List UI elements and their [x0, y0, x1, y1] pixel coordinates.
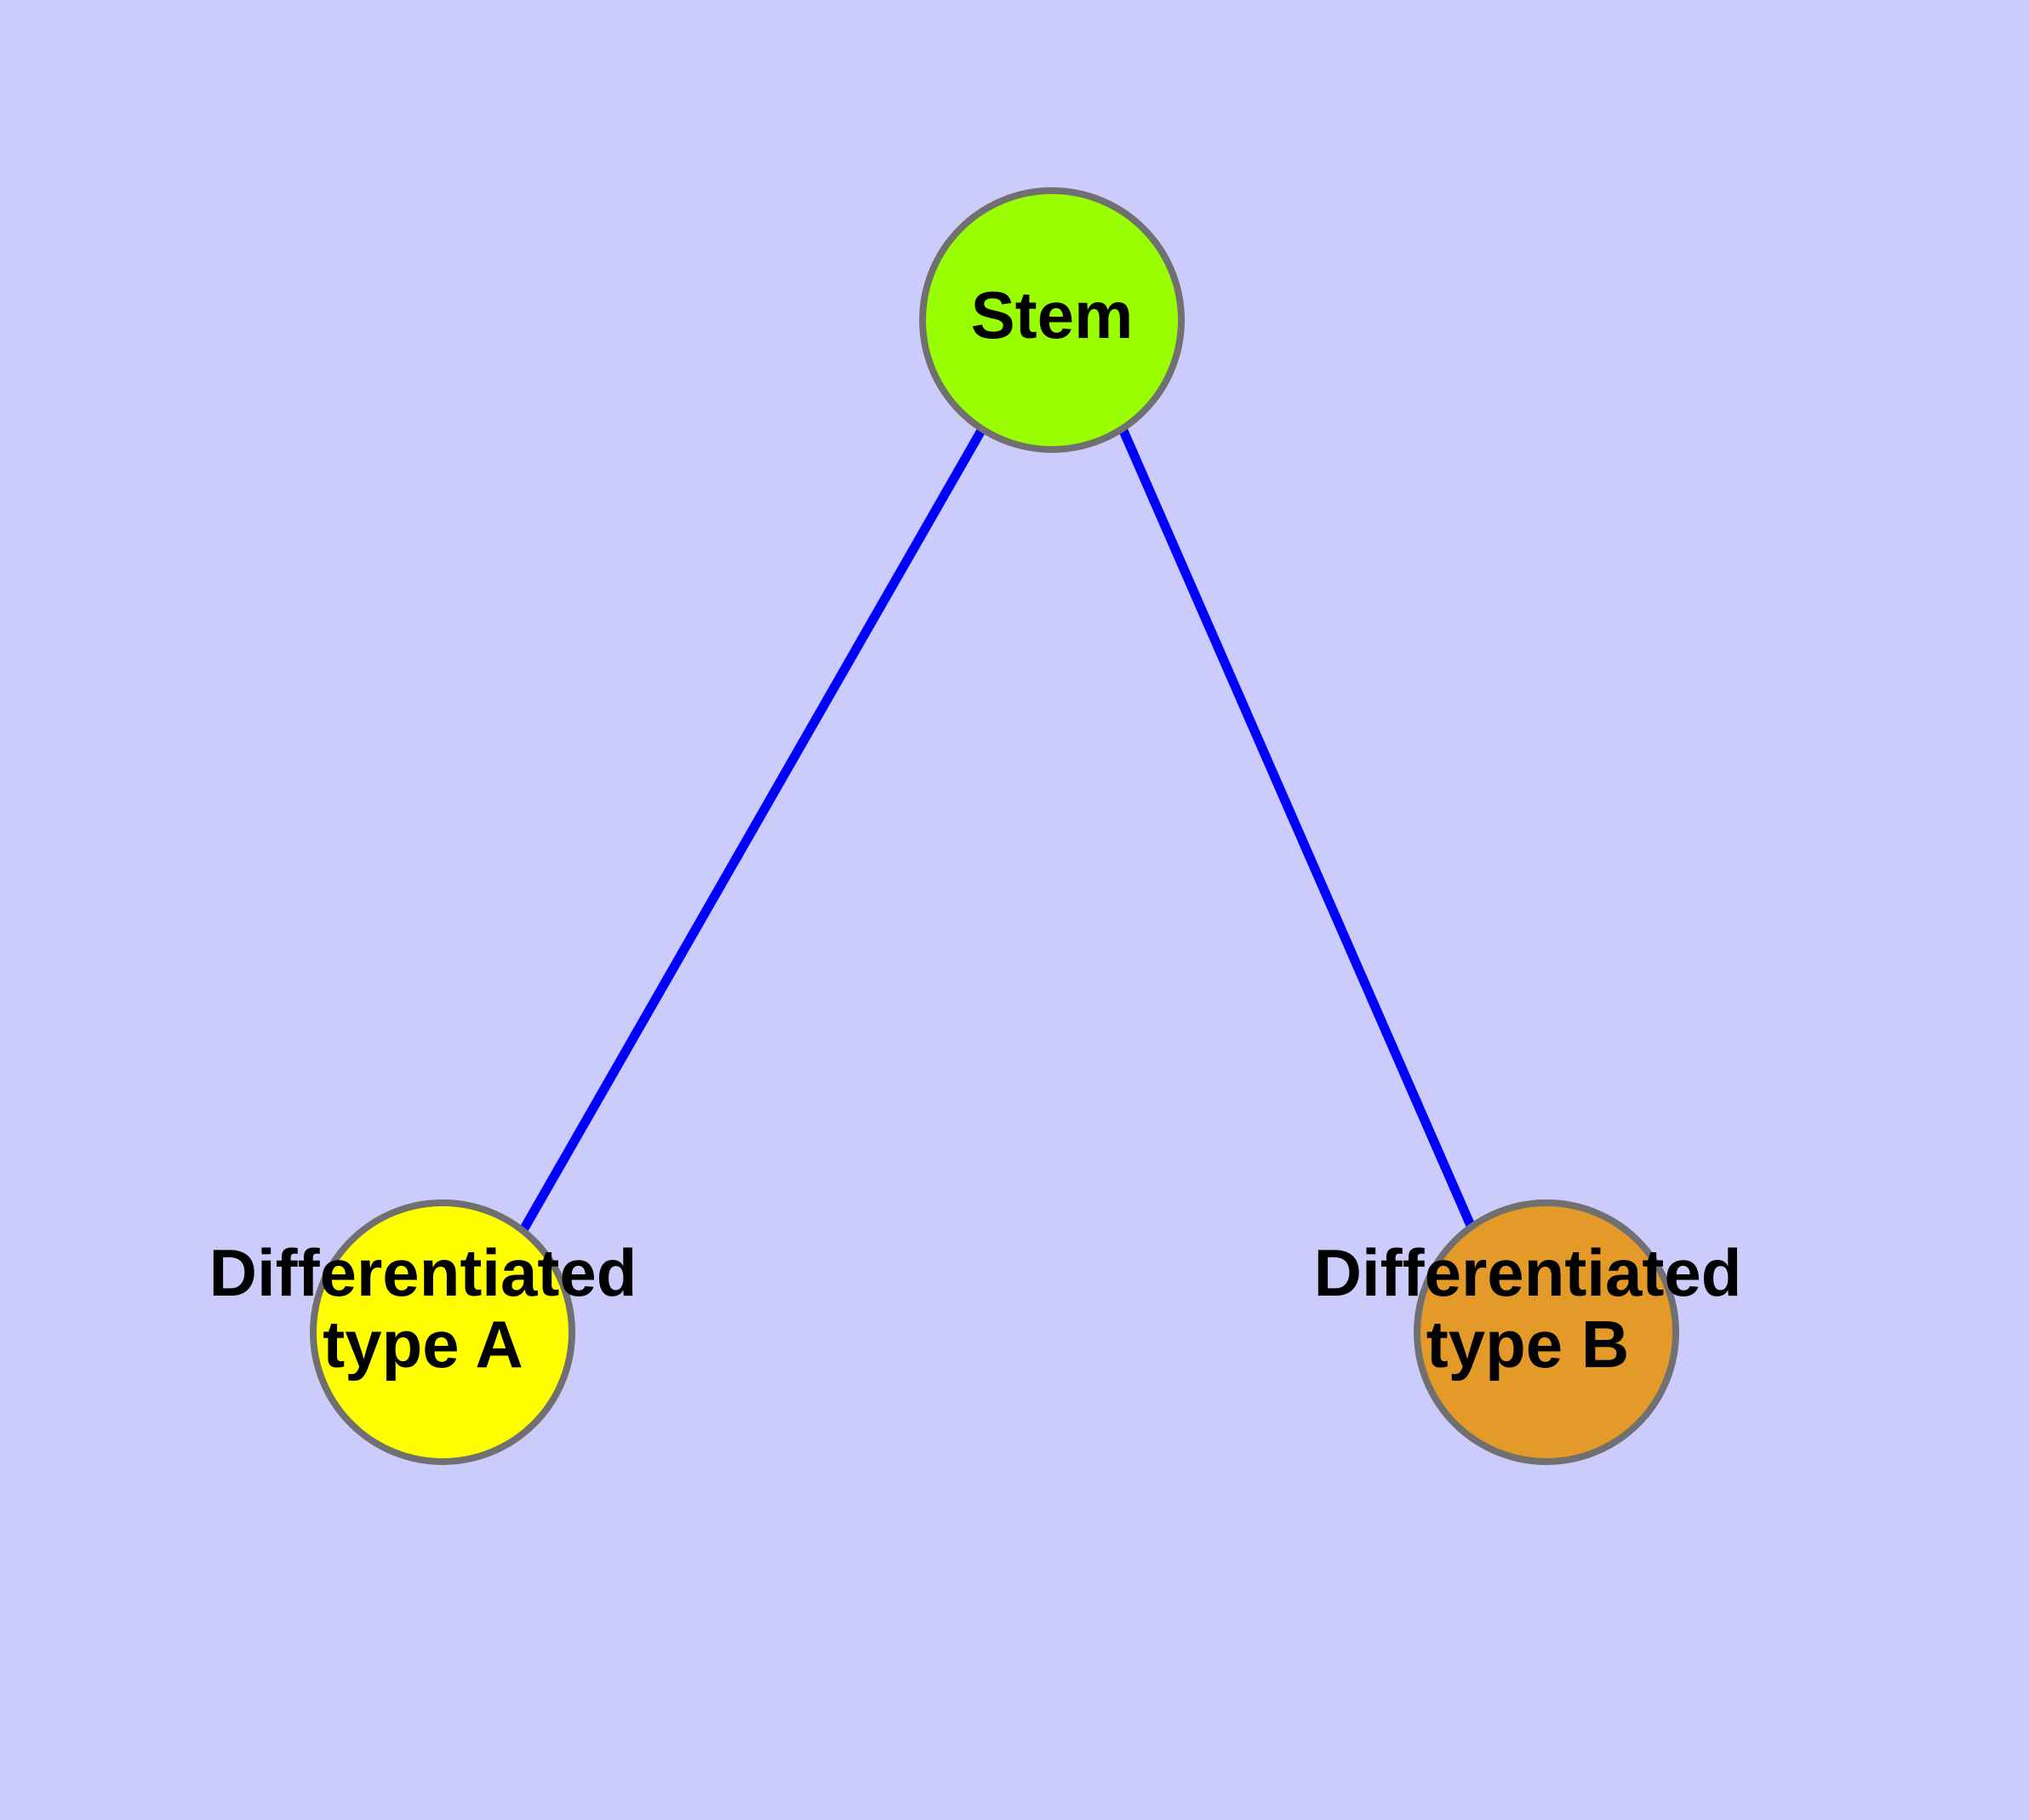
- graph-node-stem[interactable]: [919, 187, 1185, 453]
- graph-node-differentiated-type-b[interactable]: [1414, 1199, 1679, 1465]
- node-label-line: Stem: [971, 278, 1134, 352]
- node-label-line: type A: [323, 1307, 523, 1382]
- graph-edge-stem-to-type-b: [1118, 428, 1477, 1230]
- node-label-line: type B: [1426, 1307, 1629, 1382]
- nodes-layer: [310, 187, 1679, 1465]
- node-label-line: Differentiated: [1314, 1234, 1742, 1309]
- graph-node-differentiated-type-a[interactable]: [310, 1199, 575, 1465]
- node-label-line: Differentiated: [209, 1234, 637, 1309]
- node-label-stem: Stem: [971, 278, 1134, 352]
- edges-layer: [520, 426, 1477, 1231]
- graph-edge-stem-to-type-a: [520, 426, 986, 1231]
